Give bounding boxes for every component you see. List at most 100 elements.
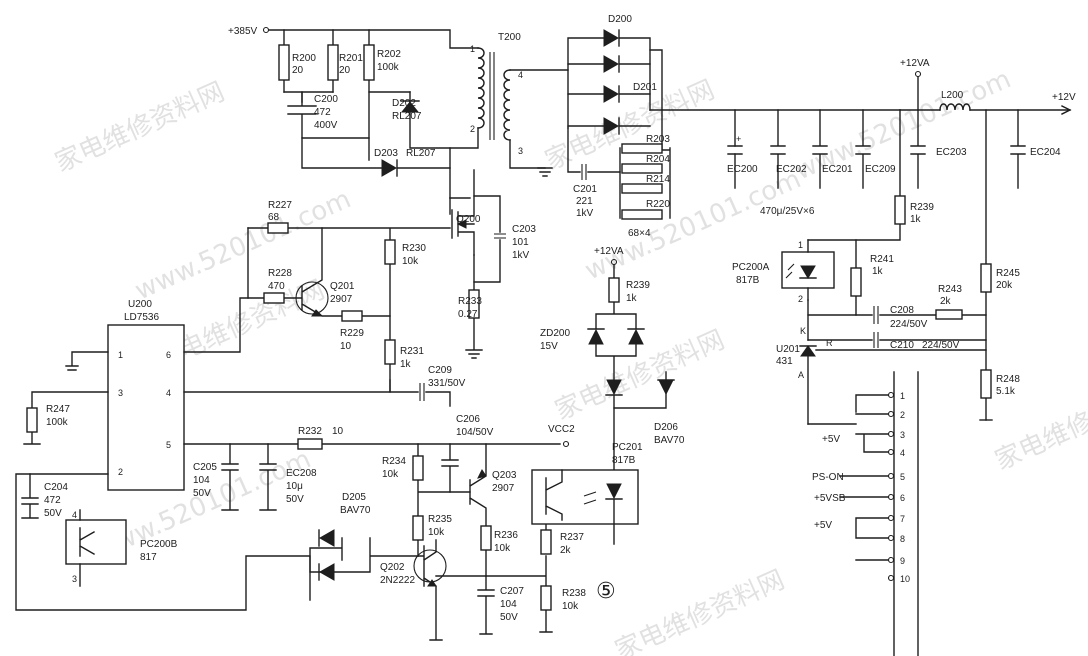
opto-pc201 — [531, 469, 639, 525]
val2-ec208: 50V — [286, 494, 304, 505]
val-r200: 20 — [292, 65, 304, 76]
val-q202: 2N2222 — [380, 575, 415, 586]
ref-r230: R230 — [402, 243, 426, 254]
transistor-q201 — [295, 281, 329, 315]
ref-pc200a: PC200A — [732, 262, 770, 273]
val-r234: 10k — [382, 469, 399, 480]
diode-d201a — [603, 85, 620, 103]
resistor-r229 — [341, 310, 363, 322]
pc200a-pin-1: 1 — [798, 240, 803, 250]
primary-snubber: +385V R200 20 R201 20 R202 100k C200 472… — [228, 26, 479, 177]
val2-c201: 1kV — [576, 208, 594, 219]
ref-r244: R243 — [938, 284, 962, 295]
transistor-q202 — [413, 549, 447, 583]
ref-ec200: EC200 — [727, 164, 758, 175]
ref-zd200: ZD200 — [540, 328, 570, 339]
connector-pin: 5 — [900, 472, 905, 482]
val-c209: 331/50V — [428, 378, 466, 389]
u200-pin-5: 5 — [166, 440, 171, 450]
resistor-r230 — [384, 239, 396, 265]
val-r238: 10k — [562, 601, 579, 612]
rail-label-12va: +12VA — [900, 58, 930, 69]
connector-pin: 3 — [900, 430, 905, 440]
val-r248: 5.1k — [996, 386, 1016, 397]
val2-c205: 50V — [193, 488, 211, 499]
rail-label-vcc2: VCC2 — [548, 424, 575, 435]
diode-d201b — [603, 117, 620, 135]
val2-c207: 50V — [500, 612, 518, 623]
t200-pin-3: 3 — [518, 146, 523, 156]
t200-pin-4: 4 — [518, 70, 523, 80]
u200-pin-4: 4 — [166, 388, 171, 398]
val-r231: 1k — [400, 359, 412, 370]
ref-u200: U200 — [128, 299, 152, 310]
ovp-stage: +12VA R239 1k ZD200 15V D206 BAV70 PC201… — [531, 246, 685, 545]
ref-r233: R233 — [458, 296, 482, 307]
resistor-r236 — [480, 525, 492, 551]
pwm-controller: U200 LD7536 1 2 3 4 5 6 C209 331/50V R24… — [15, 297, 575, 611]
diode-d205a — [318, 529, 335, 547]
resistor-r248 — [980, 369, 992, 399]
ref-r239: R239 — [626, 280, 650, 291]
ref-c203: C203 — [512, 224, 536, 235]
watermark-text: 家电维修资料网 — [51, 77, 229, 178]
opto-pc200b — [65, 519, 127, 565]
inductor-l200 — [939, 103, 971, 111]
rail-label-12va-b: +12VA — [594, 246, 624, 257]
ref-r204: R204 — [646, 154, 670, 165]
val-u201: 431 — [776, 356, 793, 367]
val-d206: BAV70 — [654, 435, 685, 446]
ref-c200: C200 — [314, 94, 338, 105]
shunt-u201 — [800, 345, 816, 357]
output-filter: + EC200 EC202 EC201 EC209 EC203 EC204 47… — [727, 58, 1076, 241]
u201-pin-r: R — [826, 338, 833, 348]
resistor-r204 — [621, 163, 663, 174]
val-pc201: 817B — [612, 455, 636, 466]
watermark-text: 家电维修资料网 — [611, 565, 789, 656]
ref-d202: D202 — [392, 98, 416, 109]
ref-r247: R247 — [46, 404, 70, 415]
val-r201: 20 — [339, 65, 351, 76]
ref-ec203: EC203 — [936, 147, 967, 158]
figure-number: ⑤ — [596, 578, 616, 603]
val-r237: 2k — [560, 545, 572, 556]
val-r247: 100k — [46, 417, 69, 428]
ref-d203: D203 — [374, 148, 398, 159]
resistor-r201 — [327, 44, 339, 81]
ref-ec201: EC201 — [822, 164, 853, 175]
ref-r248: R248 — [996, 374, 1020, 385]
val-r230: 10k — [402, 256, 419, 267]
ref-r229: R229 — [340, 328, 364, 339]
ref-r232: R232 — [298, 426, 322, 437]
connector-pin: 7 — [900, 514, 905, 524]
val-c207: 104 — [500, 599, 517, 610]
val-r241: 1k — [910, 214, 922, 225]
resistor-r227 — [267, 222, 289, 234]
ref-c201: C201 — [573, 184, 597, 195]
pc200a-pin-2: 2 — [798, 294, 803, 304]
ref-pc200b: PC200B — [140, 539, 178, 550]
resistor-r238 — [540, 585, 552, 611]
connector-pin: 10 — [900, 574, 910, 584]
val-r235: 10k — [428, 527, 445, 538]
pc200b-pin-3: 3 — [72, 574, 77, 584]
u201-pin-k: K — [800, 326, 806, 336]
plus-mark: + — [736, 134, 741, 144]
ref-u201: U201 — [776, 344, 800, 355]
ref-c205: C205 — [193, 462, 217, 473]
val-ec-group: 470μ/25V×6 — [760, 206, 815, 217]
ref-q203: Q203 — [492, 470, 517, 481]
u200-pin-2: 2 — [118, 467, 123, 477]
ref-r220: R220 — [646, 199, 670, 210]
resistor-r203 — [621, 143, 663, 154]
ref-r203: R203 — [646, 134, 670, 145]
feedback-loop: 1 2 PC200A 817B R241 1k C208 224/50V R24… — [732, 109, 1020, 425]
ref-c207: C207 — [500, 586, 524, 597]
resistor-r243 — [850, 267, 862, 297]
diode-d200b — [603, 55, 620, 73]
val-c200: 472 — [314, 107, 331, 118]
diode-d206 — [658, 379, 674, 396]
ref-ec209: EC209 — [865, 164, 896, 175]
val-c205: 104 — [193, 475, 210, 486]
